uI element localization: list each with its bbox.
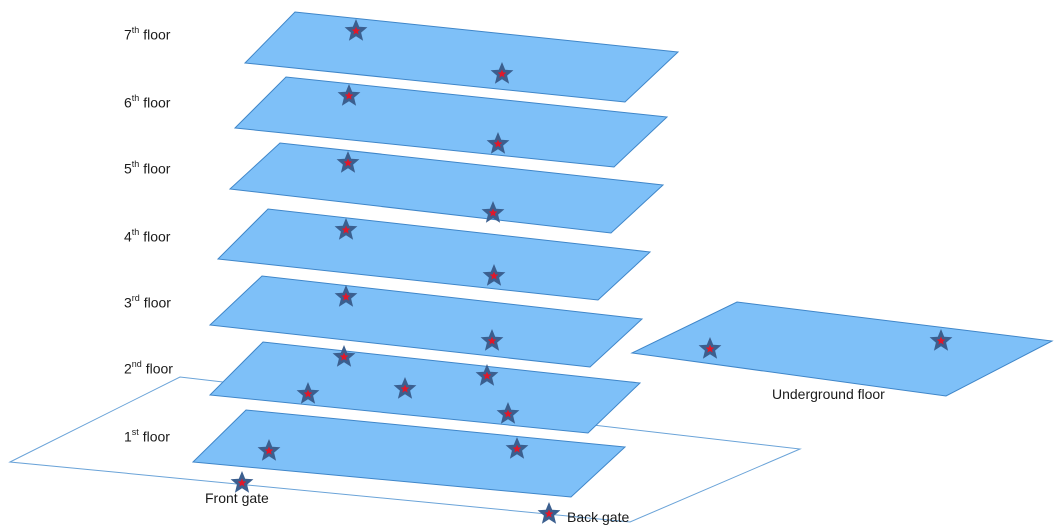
floor-plate-5: [228, 142, 665, 234]
floor-label-7: 7th floor: [124, 25, 171, 43]
floor-plate-1: [191, 409, 627, 498]
back-gate-star-icon: [537, 502, 561, 524]
floor-label-5: 5th floor: [124, 159, 171, 177]
floor-plate-6: [233, 76, 669, 168]
front-gate-label: Front gate: [205, 490, 269, 506]
floor-label-1: 1st floor: [124, 427, 170, 445]
floor-plate-underground: [630, 301, 1054, 397]
floor-label-2: 2nd floor: [124, 359, 173, 377]
underground-floor-label: Underground floor: [772, 386, 885, 402]
floor-label-6: 6th floor: [124, 93, 171, 111]
floor-plate-2: [208, 341, 642, 434]
floor-plate-4: [216, 208, 652, 301]
ground-outline: [8, 376, 802, 523]
floor-label-4: 4th floor: [124, 227, 171, 245]
back-gate-label: Back gate: [567, 509, 630, 525]
floor-label-3: 3rd floor: [124, 293, 171, 311]
floor-plate-3: [208, 275, 644, 368]
